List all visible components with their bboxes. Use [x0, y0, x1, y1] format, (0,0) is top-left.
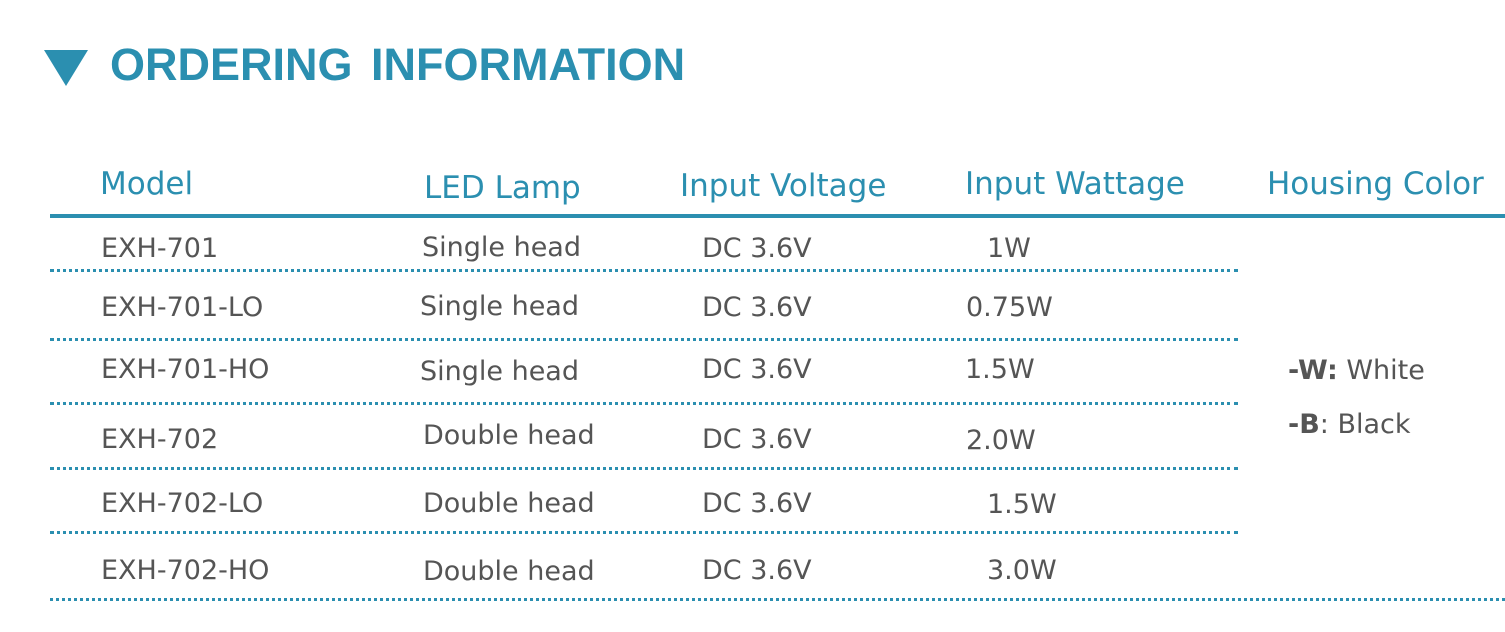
cell-lamp: Single head: [420, 356, 579, 387]
row-divider: [50, 402, 1238, 405]
page-title: ORDERING INFORMATION: [110, 39, 686, 90]
cell-wattage: 0.75W: [966, 292, 1053, 323]
housing-color-black: -B: Black: [1288, 407, 1411, 443]
cell-wattage: 1.5W: [965, 354, 1035, 385]
header-input-voltage: Input Voltage: [680, 168, 887, 204]
cell-wattage: 1W: [987, 233, 1031, 264]
row-divider: [50, 467, 1238, 470]
cell-model: EXH-701: [101, 233, 219, 264]
cell-lamp: Double head: [423, 556, 595, 587]
triangle-down-icon: [44, 50, 88, 86]
cell-voltage: DC 3.6V: [702, 555, 812, 586]
cell-wattage: 2.0W: [966, 425, 1036, 456]
table-bottom-divider: [50, 598, 1505, 601]
cell-voltage: DC 3.6V: [702, 354, 812, 385]
color-name: White: [1337, 355, 1425, 386]
header-model: Model: [100, 166, 194, 202]
color-code: -B: [1288, 409, 1320, 440]
header-led-lamp: LED Lamp: [424, 170, 581, 206]
cell-voltage: DC 3.6V: [702, 424, 812, 455]
cell-lamp: Double head: [423, 420, 595, 451]
cell-voltage: DC 3.6V: [702, 292, 812, 323]
cell-model: EXH-702-LO: [101, 488, 264, 519]
cell-voltage: DC 3.6V: [702, 233, 812, 264]
cell-lamp: Single head: [422, 232, 581, 263]
cell-voltage: DC 3.6V: [702, 488, 812, 519]
header-housing-color: Housing Color: [1267, 166, 1484, 202]
header-input-wattage: Input Wattage: [965, 166, 1185, 202]
row-divider: [50, 269, 1238, 272]
housing-color-white: -W: White: [1288, 353, 1425, 389]
cell-model: EXH-702: [101, 424, 219, 455]
cell-model: EXH-702-HO: [101, 555, 270, 586]
row-divider: [50, 531, 1238, 534]
color-code: -W:: [1288, 355, 1338, 386]
cell-model: EXH-701-LO: [101, 292, 264, 323]
cell-lamp: Single head: [420, 291, 579, 322]
cell-wattage: 3.0W: [987, 555, 1057, 586]
row-divider: [50, 338, 1238, 341]
cell-model: EXH-701-HO: [101, 354, 270, 385]
color-name: : Black: [1319, 409, 1411, 440]
cell-wattage: 1.5W: [987, 489, 1057, 520]
header-divider: [50, 214, 1505, 218]
cell-lamp: Double head: [423, 488, 595, 519]
